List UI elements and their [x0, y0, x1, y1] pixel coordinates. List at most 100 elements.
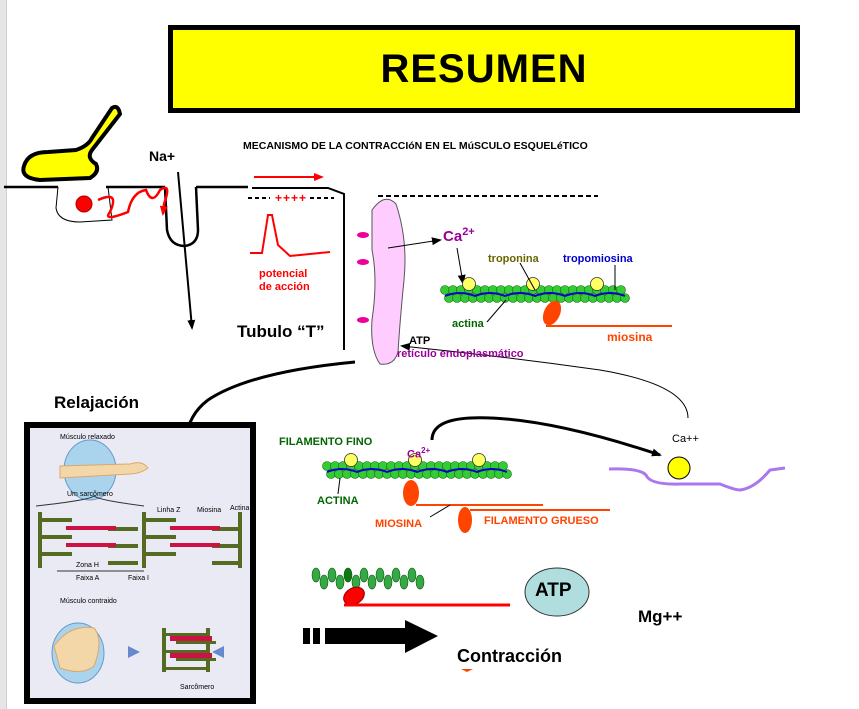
actin-bead	[486, 469, 496, 479]
membrane-line	[608, 466, 786, 492]
actin-bead	[311, 567, 321, 583]
atp-bubble	[524, 567, 590, 617]
actin-bead	[440, 285, 450, 295]
one-sarcomere-label: Um sarcômero	[67, 491, 113, 498]
actin-bead	[383, 574, 393, 590]
compress-arrow-right-icon	[128, 646, 140, 658]
sarcoplasmic-reticulum	[371, 198, 406, 365]
actin-bead	[391, 567, 401, 583]
mg-label: Mg++	[638, 607, 683, 626]
actin-filament	[42, 552, 72, 556]
actin-pointer	[337, 477, 341, 495]
diagram-subtitle: MECANISMO DE LA CONTRACCIóN EN EL MúSCUL…	[243, 140, 588, 152]
actin-bead	[399, 574, 409, 590]
troponin-icon	[526, 277, 540, 291]
actin-bead	[442, 461, 452, 471]
ca-transfer-arrow-icon	[430, 416, 662, 457]
myosin-filament	[170, 636, 212, 641]
myosin-filament	[170, 526, 220, 530]
thin-filament-label: FILAMENTO FINO	[279, 436, 373, 448]
ca-release-arrow-icon	[387, 237, 442, 249]
troponin-icon	[590, 277, 604, 291]
actin-bead	[452, 293, 462, 303]
plus-charges: ++++	[275, 191, 308, 205]
thin-filament-bottom	[311, 567, 425, 590]
actin-bead	[516, 293, 526, 303]
window-left-edge	[0, 0, 7, 709]
actin-filament	[166, 667, 206, 670]
h-zone-label: Zona H	[76, 562, 99, 569]
actin-filament	[166, 633, 206, 636]
actin-filament	[108, 544, 138, 548]
calcium-superscript: 2+	[462, 226, 475, 238]
troponin-icon	[408, 453, 422, 467]
sarcolemma	[4, 185, 248, 248]
i-band-label: Faixa I	[128, 575, 150, 582]
myosin-head	[343, 586, 365, 606]
contraction-arrow-icon	[303, 620, 438, 653]
action-potential-label-line1: potencial	[259, 268, 308, 280]
nerve-terminal	[21, 104, 122, 182]
actin-filament	[146, 552, 176, 556]
actin-filament	[146, 518, 176, 522]
channel-icon	[357, 232, 369, 238]
relaxed-arm	[59, 462, 149, 479]
title-banner: RESUMEN	[168, 25, 800, 113]
compress-arrow-left-icon	[212, 646, 224, 658]
impulse-squiggle	[97, 186, 169, 219]
actin-bead	[334, 469, 344, 479]
calcium-label-middle: Ca2+	[407, 446, 430, 461]
actin-bead	[407, 567, 417, 583]
myosin-pointer	[429, 504, 451, 518]
calcium-label-middle-text: Ca	[407, 448, 422, 461]
actin-filament	[176, 641, 216, 644]
atp-label: ATP	[535, 580, 572, 601]
z-line-bar	[142, 512, 146, 568]
actin-bead	[484, 293, 494, 303]
sarcomere-brace	[35, 495, 145, 507]
actin-bead	[367, 574, 377, 590]
contracted-sarcomere	[162, 628, 216, 672]
myosin-filament	[66, 543, 116, 547]
contraction-label: Contracción	[457, 646, 563, 666]
troponin-icon	[472, 453, 486, 467]
actin-filament	[108, 527, 138, 531]
actin-bead	[322, 461, 332, 471]
myosin-head	[458, 507, 472, 533]
actin-bead	[560, 285, 570, 295]
channel-icon	[357, 259, 369, 265]
z-line-bar	[38, 512, 42, 568]
actin-bead	[359, 567, 369, 583]
myosin-label-middle: MIOSINA	[375, 518, 423, 530]
calcium-label: Ca2+	[443, 226, 475, 245]
sarcomere-illustration-graphics	[35, 439, 242, 684]
actin-bead	[430, 469, 440, 479]
actin-panel-label: Actina	[230, 505, 250, 512]
actin-bead	[415, 574, 425, 590]
actin-label: actina	[452, 318, 484, 330]
vesicle-icon	[75, 195, 93, 213]
ca-ion-label: Ca++	[672, 433, 699, 445]
a-band-label: Faixa A	[76, 575, 100, 582]
myosin-head	[403, 480, 419, 506]
myosin-head	[542, 300, 562, 326]
contracted-muscle-label: Músculo contraido	[60, 598, 117, 605]
actin-bead	[319, 574, 329, 590]
actin-bead	[327, 567, 337, 583]
actin-filament	[42, 518, 72, 522]
contracted-arm	[53, 626, 100, 672]
action-potential-label-line2: de acción	[259, 281, 310, 293]
z-line-bar	[162, 628, 166, 672]
thick-filament-label: FILAMENTO GRUESO	[484, 515, 599, 527]
actin-filament	[176, 658, 216, 661]
actin-bead	[572, 293, 582, 303]
ca-ion-icon	[667, 456, 691, 480]
z-line-bar	[238, 512, 242, 568]
sarcomere-label: Sarcômero	[180, 684, 215, 691]
actin-filament	[212, 544, 242, 548]
myosin-filament	[170, 653, 212, 658]
calcium-label-text: Ca	[443, 228, 463, 245]
troponin-icon	[462, 277, 476, 291]
myosin-panel-label: Miosina	[197, 507, 222, 514]
